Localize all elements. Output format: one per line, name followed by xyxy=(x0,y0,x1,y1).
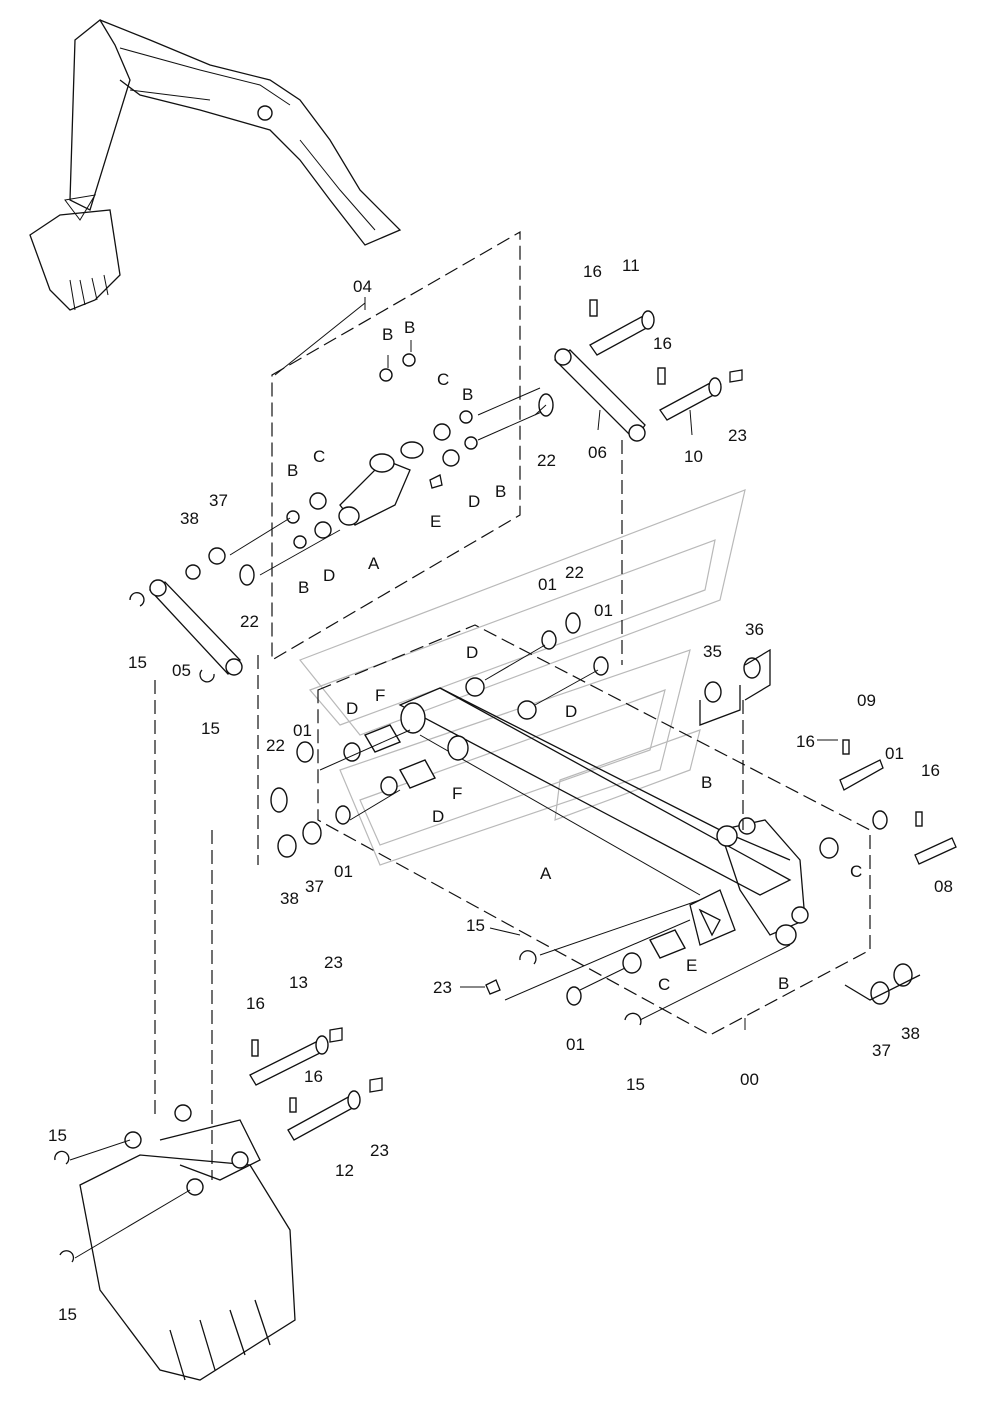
label-10: 10 xyxy=(684,447,703,466)
label-C-2: C xyxy=(313,447,325,466)
label-B-7: B xyxy=(701,773,712,792)
excavator-overview-drawing xyxy=(29,19,402,311)
label-D-6: D xyxy=(432,807,444,826)
label-36: 36 xyxy=(745,620,764,639)
label-B-8: B xyxy=(778,974,789,993)
label-37-b: 37 xyxy=(305,877,324,896)
label-F-1: F xyxy=(375,686,385,705)
label-08: 08 xyxy=(934,877,953,896)
label-D-3: D xyxy=(466,643,478,662)
group-box-00 xyxy=(317,624,871,1036)
label-22-d: 22 xyxy=(266,736,285,755)
label-06: 06 xyxy=(588,443,607,462)
label-C-4: C xyxy=(658,975,670,994)
pin-10 xyxy=(657,367,743,421)
pin-12 xyxy=(287,1077,383,1141)
label-35: 35 xyxy=(703,642,722,661)
label-B-5: B xyxy=(287,461,298,480)
label-37-c: 37 xyxy=(872,1041,891,1060)
link-05 xyxy=(129,579,243,683)
label-A-2: A xyxy=(540,864,552,883)
label-15-a: 15 xyxy=(128,653,147,672)
label-15-f: 15 xyxy=(58,1305,77,1324)
label-01-f: 01 xyxy=(566,1035,585,1054)
label-22-a: 22 xyxy=(537,451,556,470)
label-09: 09 xyxy=(857,691,876,710)
bucket xyxy=(54,1104,296,1381)
label-15-b: 15 xyxy=(201,719,220,738)
label-01-a: 01 xyxy=(538,575,557,594)
label-01-b: 01 xyxy=(594,601,613,620)
label-00: 00 xyxy=(740,1070,759,1089)
label-23-c: 23 xyxy=(324,953,343,972)
label-13: 13 xyxy=(289,973,308,992)
label-F-2: F xyxy=(452,784,462,803)
label-E-1: E xyxy=(430,512,441,531)
label-04: 04 xyxy=(353,277,372,296)
label-D-5: D xyxy=(346,699,358,718)
label-23-b: 23 xyxy=(433,978,452,997)
label-01-c: 01 xyxy=(293,721,312,740)
label-A-1: A xyxy=(368,554,380,573)
label-16-b: 16 xyxy=(653,334,672,353)
label-15-e: 15 xyxy=(48,1126,67,1145)
label-D-4: D xyxy=(565,702,577,721)
label-D-1: D xyxy=(468,492,480,511)
label-23-d: 23 xyxy=(370,1141,389,1160)
label-16-c: 16 xyxy=(796,732,815,751)
label-37-a: 37 xyxy=(209,491,228,510)
arm-bushings-right xyxy=(485,648,957,1026)
leader-lines xyxy=(274,302,838,988)
label-05: 05 xyxy=(172,661,191,680)
label-16-f: 16 xyxy=(304,1067,323,1086)
label-C-1: C xyxy=(437,370,449,389)
label-15-c: 15 xyxy=(466,916,485,935)
label-12: 12 xyxy=(335,1161,354,1180)
label-23-a: 23 xyxy=(728,426,747,445)
arm-bushings-left xyxy=(270,612,609,858)
label-01-e: 01 xyxy=(885,744,904,763)
assembly-lines xyxy=(154,440,744,1180)
label-16-e: 16 xyxy=(246,994,265,1013)
arm-stick xyxy=(398,687,809,946)
label-16-a: 16 xyxy=(583,262,602,281)
label-D-2: D xyxy=(323,566,335,585)
label-15-d: 15 xyxy=(626,1075,645,1094)
label-B-1: B xyxy=(382,325,393,344)
label-16-d: 16 xyxy=(921,761,940,780)
label-B-3: B xyxy=(462,385,473,404)
watermark-logo xyxy=(299,489,746,866)
label-11: 11 xyxy=(622,256,640,275)
label-38-c: 38 xyxy=(901,1024,920,1043)
label-E-2: E xyxy=(686,956,697,975)
part-labels: 04 16 11 16 23 10 06 22 B B B B B B C C … xyxy=(48,256,953,1324)
label-22-c: 22 xyxy=(565,563,584,582)
label-C-3: C xyxy=(850,862,862,881)
label-01-d: 01 xyxy=(334,862,353,881)
label-38-a: 38 xyxy=(180,509,199,528)
link-06 xyxy=(553,348,646,442)
pin-11 xyxy=(589,299,655,356)
label-B-2: B xyxy=(404,318,415,337)
link-a-assembly xyxy=(185,353,554,586)
pin-13 xyxy=(249,1027,343,1086)
label-22-b: 22 xyxy=(240,612,259,631)
label-38-b: 38 xyxy=(280,889,299,908)
label-B-6: B xyxy=(298,578,309,597)
label-B-4: B xyxy=(495,482,506,501)
